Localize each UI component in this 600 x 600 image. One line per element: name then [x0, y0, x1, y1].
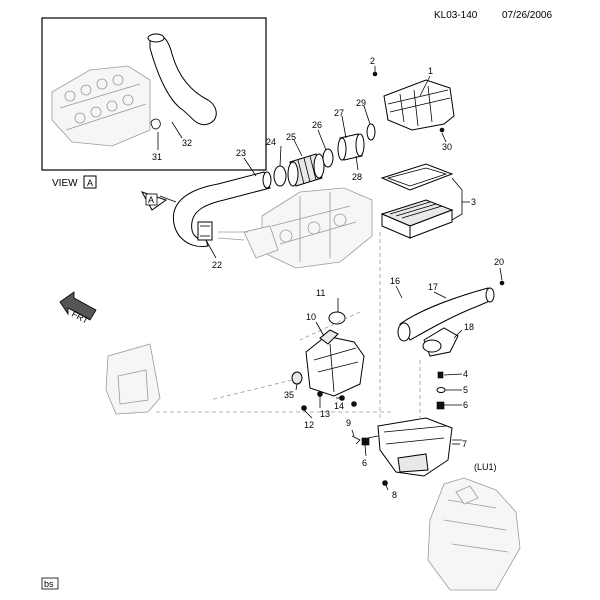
callout-27: 27: [334, 108, 344, 118]
callout-20: 20: [494, 257, 504, 267]
fastener-13: [317, 391, 323, 397]
screw-30: [439, 127, 445, 133]
fastener-12: [301, 405, 307, 411]
callout-8: 8: [392, 490, 397, 500]
callout-6b: 6: [362, 458, 367, 468]
grommet-6-lower: [361, 437, 370, 446]
diagram-date: 07/26/2006: [502, 10, 552, 21]
grommet-6-upper: [436, 401, 445, 410]
diagram-code: KL03-140: [434, 10, 478, 21]
callout-16: 16: [390, 276, 400, 286]
footer-tag-box: [41, 577, 59, 590]
clip-9: [351, 435, 361, 445]
callout-31: 31: [152, 152, 162, 162]
engine-note: (LU1): [474, 462, 497, 472]
washer-5: [436, 387, 446, 393]
footer-tag: bs: [44, 579, 54, 589]
mass-airflow-sensor: [337, 133, 365, 161]
leader-lines: [205, 75, 463, 491]
callout-1: 1: [428, 66, 433, 76]
inset-engine-cover: [51, 65, 151, 147]
callout-25: 25: [286, 132, 296, 142]
callout-23: 23: [236, 148, 246, 158]
callout-3: 3: [471, 197, 476, 207]
callout-6a: 6: [463, 400, 468, 410]
seal-ring-11: [328, 311, 346, 325]
intake-manifold-ghost: [243, 187, 373, 269]
callout-14: 14: [334, 401, 344, 411]
air-filter-element: [380, 199, 454, 239]
inset-breather-hose: [147, 33, 217, 126]
screw-20: [499, 280, 505, 286]
callout-9: 9: [346, 418, 351, 428]
left-body-ghost: [105, 343, 161, 415]
callout-32: 32: [182, 138, 192, 148]
callout-7: 7: [462, 439, 467, 449]
callout-12: 12: [304, 420, 314, 430]
callout-13: 13: [320, 409, 330, 419]
routing-dash-lines: [156, 232, 421, 420]
callout-5: 5: [463, 385, 468, 395]
resonator-bracket: [305, 329, 365, 397]
callout-30: 30: [442, 142, 452, 152]
callout-24: 24: [266, 137, 276, 147]
intake-bellows: [287, 153, 325, 187]
callout-29: 29: [356, 98, 366, 108]
view-arrow-letter: A: [148, 195, 154, 205]
view-arrow-letter-box: [145, 193, 158, 206]
intake-duct: [172, 171, 272, 248]
grommet-35: [291, 371, 303, 385]
inlet-duct: [397, 287, 495, 342]
seal-ring-26: [322, 148, 334, 168]
bolt-8: [382, 480, 388, 486]
screw-2: [372, 71, 378, 77]
seal-ring-29: [366, 123, 376, 141]
duct-clamp: [197, 221, 213, 241]
seal-ring-24: [273, 165, 287, 187]
air-cleaner-housing: [367, 417, 462, 477]
front-direction-arrow: [59, 291, 97, 321]
resonator: [422, 327, 459, 357]
air-cleaner-cover: [383, 79, 455, 131]
callout-17: 17: [428, 282, 438, 292]
view-letter-box: [83, 175, 97, 189]
callout-26: 26: [312, 120, 322, 130]
view-letter: A: [87, 178, 93, 188]
callout-2: 2: [370, 56, 375, 66]
callout-10: 10: [306, 312, 316, 322]
bolt-4: [437, 371, 444, 379]
callout-35: 35: [284, 390, 294, 400]
callout-18: 18: [464, 322, 474, 332]
strut-tower-ghost: [427, 477, 521, 591]
inset-hose-clamp: [150, 118, 161, 130]
callout-11: 11: [316, 288, 325, 298]
callout-22: 22: [212, 260, 222, 270]
callout-4: 4: [463, 369, 468, 379]
view-label: VIEW: [52, 178, 78, 189]
callout-28: 28: [352, 172, 362, 182]
